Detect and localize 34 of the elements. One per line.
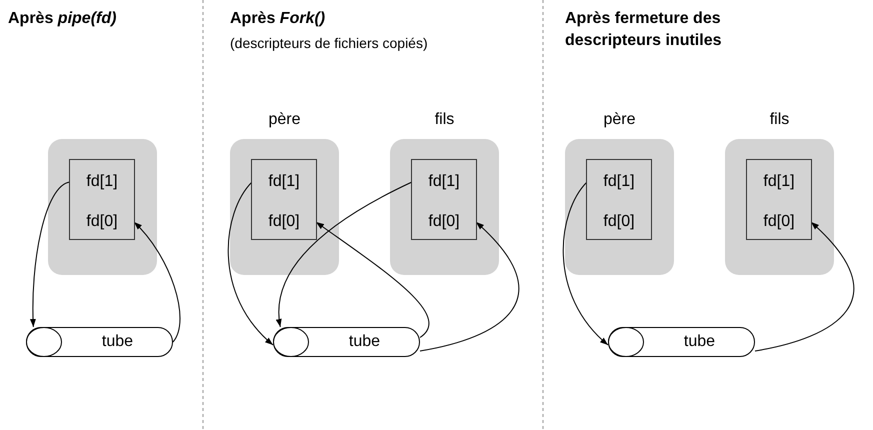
process-label: fils <box>768 111 790 129</box>
panel-heading: Après Fork() <box>230 9 326 29</box>
arrow <box>228 182 274 346</box>
file-descriptor-label: fd[1] <box>428 173 460 191</box>
descriptor-table <box>746 159 812 240</box>
process-label: père <box>602 111 637 129</box>
file-descriptor-label: fd[1] <box>268 173 300 191</box>
file-descriptor-label: fd[0] <box>86 213 118 231</box>
descriptor-table <box>69 159 135 240</box>
panel-heading: Après pipe(fd) <box>8 9 116 29</box>
arrow <box>420 222 520 352</box>
arrow <box>30 182 70 328</box>
file-descriptor-label: fd[0] <box>428 213 460 231</box>
process-label: fils <box>434 111 456 129</box>
arrow <box>134 222 180 342</box>
file-descriptor-label: fd[0] <box>603 213 635 231</box>
file-descriptor-label: fd[0] <box>763 213 795 231</box>
file-descriptor-label: fd[1] <box>603 173 635 191</box>
process-label: père <box>267 111 302 129</box>
arrow <box>562 182 608 346</box>
pipe-label: tube <box>684 333 716 351</box>
descriptor-table <box>586 159 652 240</box>
panel-subheading: (descripteurs de fichiers copiés) <box>230 34 428 53</box>
pipe-label: tube <box>348 333 380 351</box>
descriptor-table <box>251 159 317 240</box>
arrow <box>316 222 430 338</box>
file-descriptor-label: fd[1] <box>763 173 795 191</box>
arrow <box>276 182 412 328</box>
panel-heading: Après fermeture des descripteurs inutiles <box>565 9 722 51</box>
pipe-label: tube <box>102 333 134 351</box>
arrow <box>754 222 854 352</box>
file-descriptor-label: fd[1] <box>86 173 118 191</box>
file-descriptor-label: fd[0] <box>268 213 300 231</box>
descriptor-table <box>411 159 477 240</box>
